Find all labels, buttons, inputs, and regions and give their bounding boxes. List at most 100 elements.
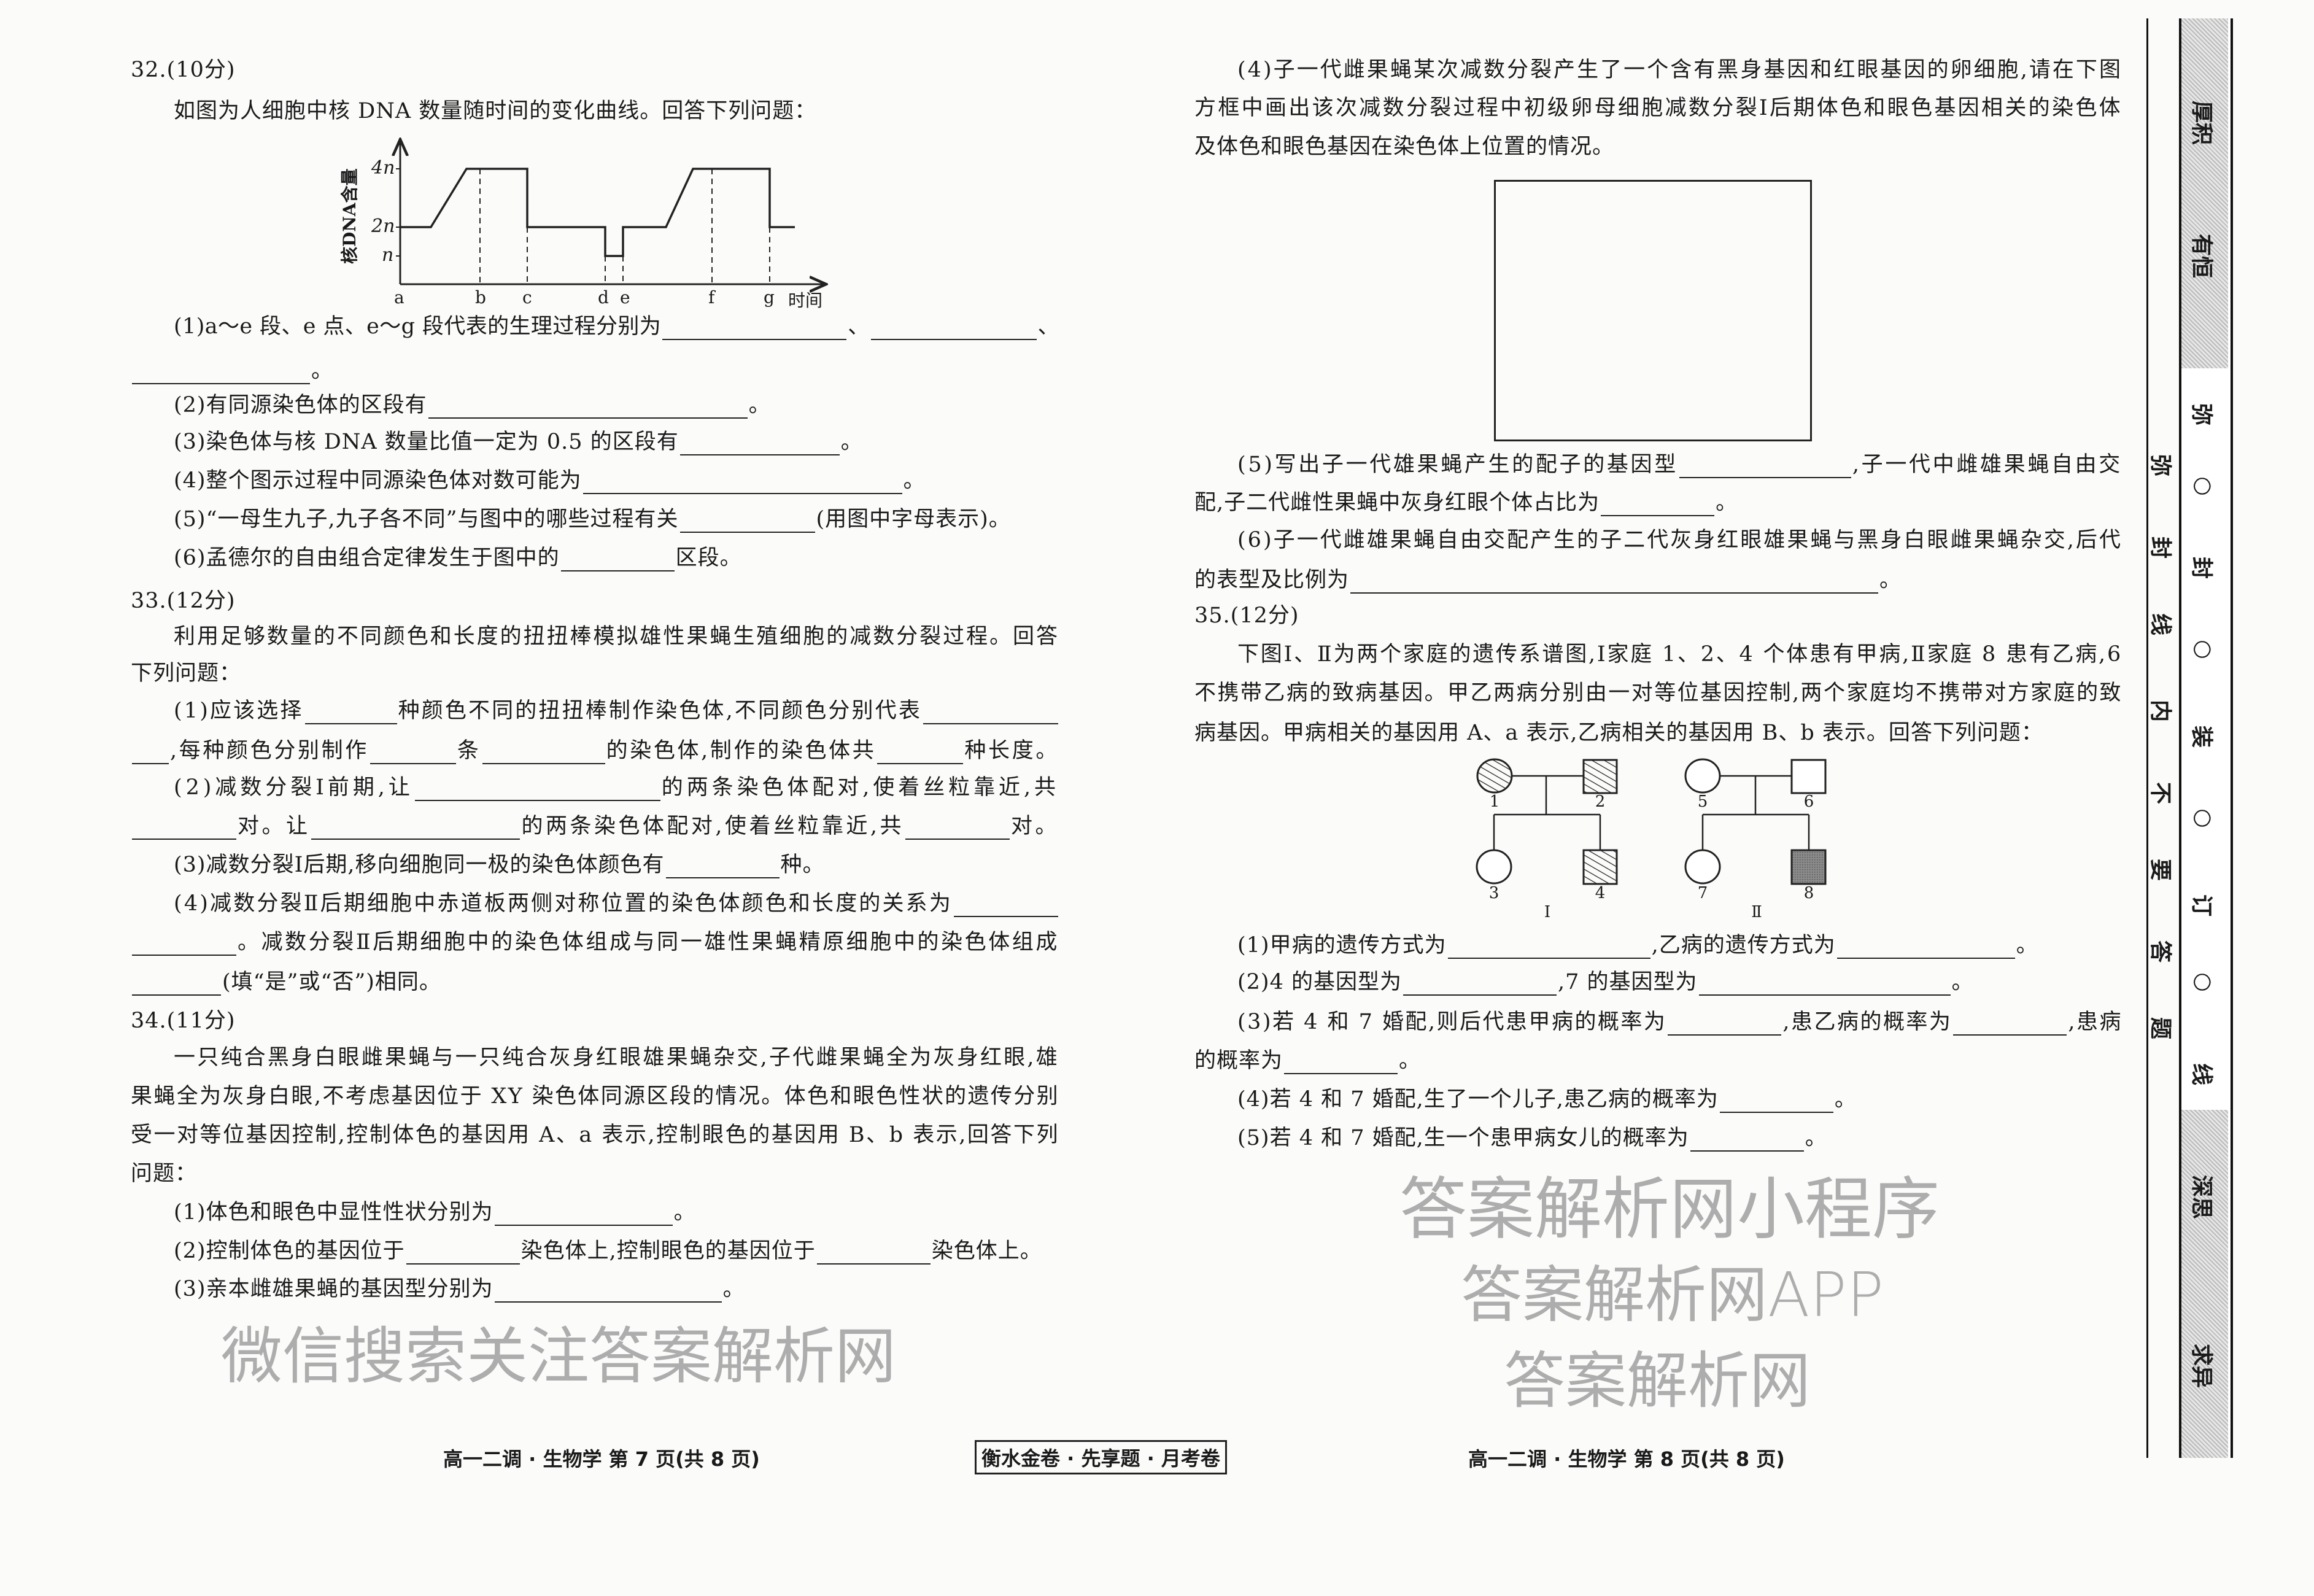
answer-blank[interactable] [1601,492,1715,516]
answer-blank[interactable] [1698,971,1951,996]
answer-blank[interactable] [877,740,964,764]
answer-blank[interactable] [1679,454,1851,478]
member-label-2: 2 [1595,792,1606,811]
answer-blank[interactable] [582,470,902,494]
member-5-female [1684,758,1721,794]
answer-blank[interactable] [406,1240,520,1265]
question-line: (1)应该选择种颜色不同的扭扭棒制作染色体,不同颜色分别代表 [174,697,1059,724]
x-tick-e: e [620,287,630,308]
answer-blank[interactable] [923,700,1058,724]
answer-blank[interactable] [1284,1050,1398,1074]
answer-blank[interactable] [1690,1127,1804,1152]
question-text: (2)减数分裂Ⅰ前期,让 [174,775,414,800]
seal-text: ○ [2191,476,2216,496]
answer-blank[interactable] [1668,1011,1782,1036]
question-text: (5)“一母生九子,九子各不同”与图中的哪些过程有关 [174,507,679,532]
answer-blank[interactable] [132,740,169,764]
answer-blank[interactable] [816,1240,931,1265]
question-line: 的表型及比例为。 [1194,567,1902,594]
question-text: ,患病 [2068,1010,2122,1034]
question-text: 。 [1834,1087,1857,1112]
answer-blank[interactable] [1953,1011,2067,1036]
band-hatch-bottom [2181,1110,2228,1458]
answer-blank[interactable] [679,431,840,455]
question-line: 对。让的两条染色体配对,使着丝粒靠近,共对。 [131,813,1059,840]
question-text: (5)写出子一代雄果蝇产生的配子的基因型 [1237,452,1678,477]
question-text: 32.(10分) [131,58,236,82]
seal-text: 封 [2189,556,2214,579]
answer-blank[interactable] [1719,1088,1833,1113]
member-6-male [1790,759,1827,794]
question-line: (3)减数分裂Ⅰ后期,移向细胞同一极的染色体颜色有种。 [174,851,825,878]
answer-blank[interactable] [905,815,1010,840]
answer-blank[interactable] [494,1278,722,1303]
seal-text: 答 [2148,940,2173,963]
question-line: (1)甲病的遗传方式为,乙病的遗传方式为。 [1237,932,2038,959]
footer-page-8: 高一二调 · 生物学 第 8 页(共 8 页) [1468,1447,1785,1471]
answer-blank[interactable] [132,815,236,840]
outer-seal-line [2146,18,2148,1458]
answer-blank[interactable] [665,854,780,878]
y-tick-2n: 2n [371,215,395,237]
question-text: 区段。 [675,546,742,570]
question-text: (4)整个图示过程中同源染色体对数可能为 [174,468,582,493]
answer-blank[interactable] [870,316,1037,340]
question-text: ,子一代中雌雄果蝇自由交 [1852,452,2122,477]
question-text: (5)若 4 和 7 婚配,生一个患甲病女儿的概率为 [1237,1126,1689,1150]
answer-blank[interactable] [132,360,310,384]
answer-blank[interactable] [1447,934,1650,959]
question-line: (2)有同源染色体的区段有。 [174,392,771,419]
answer-blank[interactable] [132,931,236,956]
answer-blank[interactable] [1350,569,1879,594]
answer-blank[interactable] [1836,934,2015,959]
answer-blank[interactable] [679,508,815,533]
answer-blank[interactable] [662,316,847,340]
question-text: 一只纯合黑身白眼雌果蝇与一只纯合灰身红眼雄果蝇杂交,子代雌果蝇全为灰身红眼,雄 [174,1045,1059,1070]
member-4-affected-male [1582,849,1618,885]
member-3-female [1476,849,1512,885]
member-label-1: 1 [1489,792,1500,811]
question-text: (4)若 4 和 7 婚配,生了一个儿子,患乙病的概率为 [1237,1087,1719,1112]
question-text: 下列问题： [131,661,242,686]
watermark-text: 答案解析网小程序 [1399,1170,1940,1249]
answer-blank[interactable] [414,777,660,801]
question-line: (4)整个图示过程中同源染色体对数可能为。 [174,467,926,494]
drawing-answer-box[interactable] [1494,180,1812,441]
question-text: ,乙病的遗传方式为 [1651,933,1836,958]
answer-blank[interactable] [482,740,605,764]
member-2-affected-male [1582,759,1618,794]
answer-blank[interactable] [311,815,520,840]
x-axis-label: 时间 [788,290,823,311]
question-text: 如图为人细胞中核 DNA 数量随时间的变化曲线。回答下列问题： [174,99,817,123]
question-text: 利用足够数量的不同颜色和长度的扭扭棒模拟雄性果蝇生殖细胞的减数分裂过程。回答 [174,624,1059,649]
question-text: 。 [673,1200,696,1225]
question-text: ,每种颜色分别制作 [170,738,369,763]
question-line: (5)若 4 和 7 婚配,生一个患甲病女儿的概率为 。 [1237,1125,1827,1152]
question-text: 种长度。 [964,738,1059,763]
seal-text: 求异 [2189,1343,2214,1389]
question-line: 一只纯合黑身白眼雌果蝇与一只纯合灰身红眼雄果蝇杂交,子代雌果蝇全为灰身红眼,雄 [174,1044,1059,1071]
question-line: (4)减数分裂Ⅱ后期细胞中赤道板两侧对称位置的染色体颜色和长度的关系为 [174,890,1059,917]
answer-blank[interactable] [954,893,1058,917]
answer-blank[interactable] [494,1201,673,1226]
question-text: 35.(12分) [1194,603,1299,628]
question-text: (1)体色和眼色中显性性状分别为 [174,1200,493,1225]
answer-blank[interactable] [428,394,748,419]
question-text: (4)减数分裂Ⅱ后期细胞中赤道板两侧对称位置的染色体颜色和长度的关系为 [174,891,953,916]
answer-blank[interactable] [1403,971,1557,996]
question-text: 。 [1805,1126,1827,1150]
question-line: (4)子一代雌果蝇某次减数分裂产生了一个含有黑身基因和红眼基因的卵细胞,请在下图 [1237,56,2122,83]
answer-blank[interactable] [370,740,456,764]
seal-text: ○ [2191,808,2216,828]
answer-blank[interactable] [132,971,221,996]
question-line: 问题： [131,1160,197,1187]
member-8-affected-male [1790,849,1827,885]
x-tick-a: a [394,287,404,308]
question-text: (填“是”或“否”)相同。 [222,970,441,994]
answer-blank[interactable] [560,547,675,571]
answer-blank[interactable] [304,700,397,724]
question-text: 。 [1716,490,1738,515]
question-line: (3)染色体与核 DNA 数量比值一定为 0.5 的区段有。 [174,428,863,455]
question-text: ,患乙病的概率为 [1782,1010,1952,1034]
question-line: 及体色和眼色基因在染色体上位置的情况。 [1194,133,1614,160]
